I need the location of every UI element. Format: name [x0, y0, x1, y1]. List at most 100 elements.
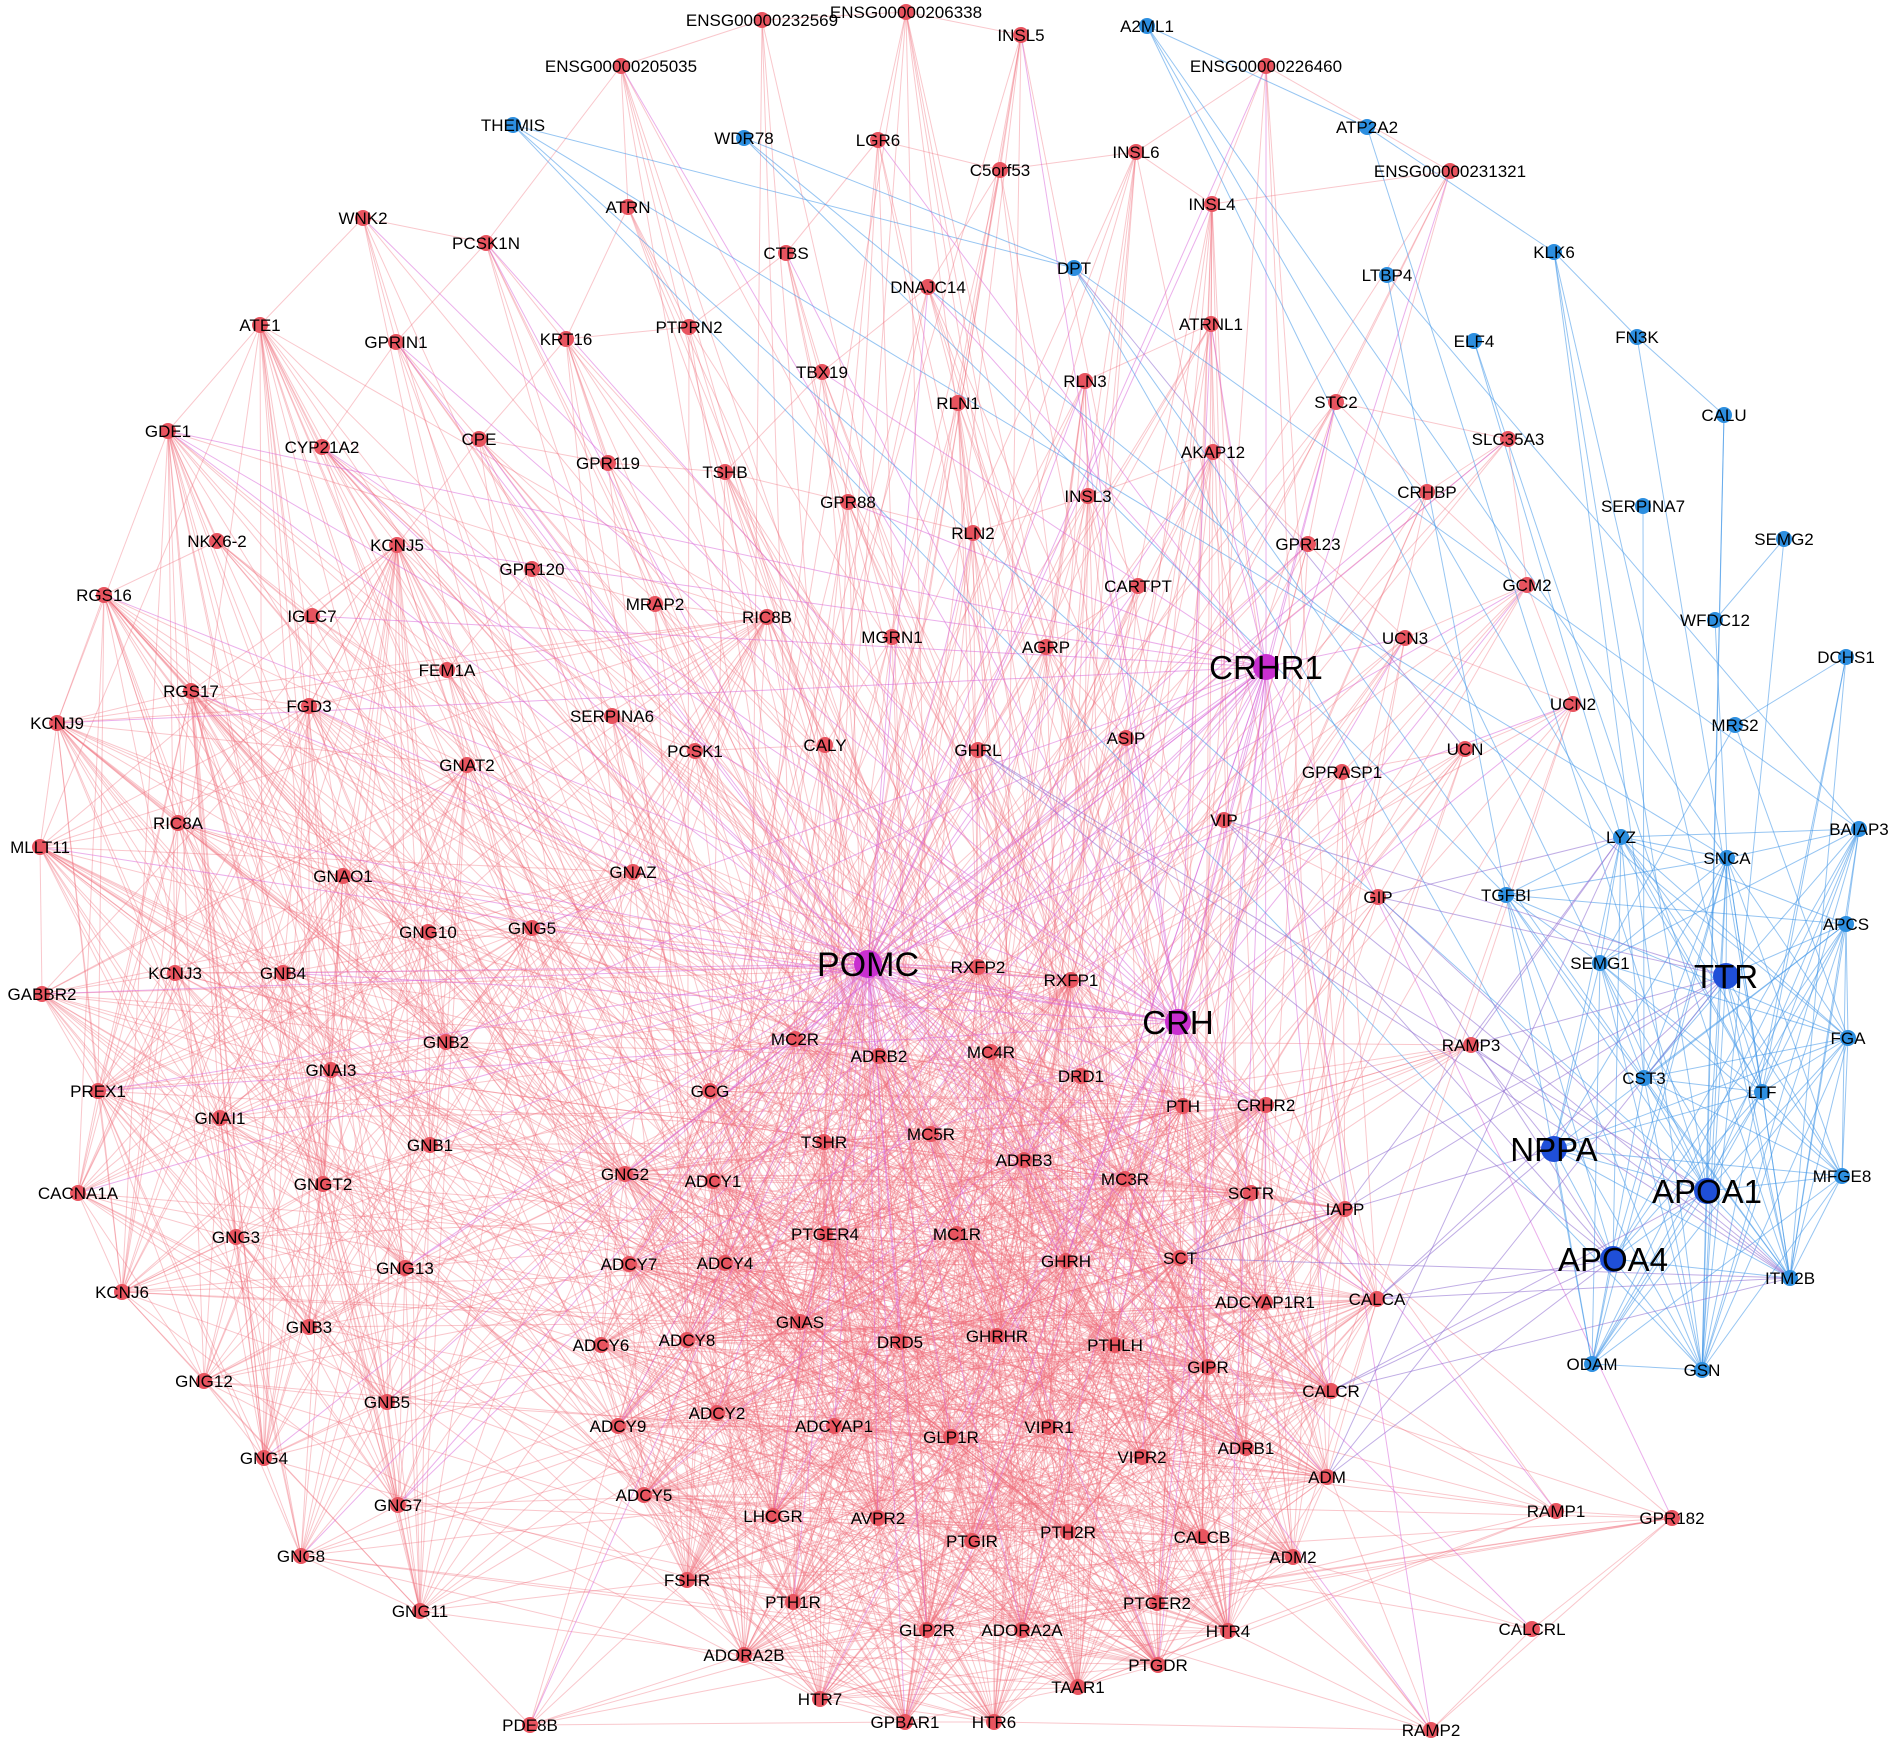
- edge: [867, 963, 1184, 1107]
- edge: [628, 380, 1086, 1265]
- edge: [824, 1233, 995, 1723]
- edge: [950, 1366, 1209, 1438]
- edge: [190, 690, 688, 1581]
- edge: [628, 1263, 1266, 1303]
- node-gnb5: [379, 1394, 395, 1410]
- edge: [878, 1055, 1267, 1106]
- edge: [792, 1456, 1143, 1603]
- edge: [1124, 1178, 1143, 1458]
- edge: [724, 1262, 1378, 1300]
- edge: [485, 242, 1252, 1194]
- edge: [926, 1517, 1673, 1631]
- node-label-ensg00000226460: ENSG00000226460: [1190, 57, 1342, 76]
- node-calu: [1716, 407, 1732, 423]
- edge: [823, 1141, 1328, 1478]
- edge: [485, 242, 1179, 1023]
- edge: [1643, 1077, 1703, 1371]
- edge: [56, 722, 533, 929]
- edge: [203, 1233, 958, 1382]
- edge: [282, 972, 324, 1185]
- edge: [950, 1178, 1126, 1438]
- edge: [709, 1090, 879, 1519]
- edge: [1067, 1298, 1378, 1533]
- edge: [877, 11, 907, 141]
- edge: [322, 931, 429, 1185]
- edge: [1207, 1104, 1267, 1368]
- edge: [766, 616, 901, 1343]
- edge: [167, 430, 218, 542]
- node-label-mc3r: MC3R: [1101, 1170, 1149, 1189]
- edge: [643, 1298, 1378, 1496]
- edge: [957, 402, 1116, 1346]
- edge: [121, 822, 179, 1293]
- edge: [429, 1144, 1126, 1180]
- edge: [1473, 340, 1622, 838]
- edge: [709, 1090, 1247, 1449]
- edge: [386, 1321, 801, 1403]
- edge: [1077, 737, 1127, 1688]
- edge: [308, 616, 768, 1328]
- edge: [1021, 1629, 1159, 1666]
- node-rgs16: [96, 587, 112, 603]
- edge: [794, 979, 1072, 1040]
- edge: [478, 338, 567, 440]
- edge: [1073, 267, 1645, 1079]
- edge: [686, 1141, 825, 1341]
- edge: [904, 1075, 1082, 1723]
- edge: [877, 1105, 1184, 1519]
- edge: [996, 1335, 1209, 1368]
- edge: [686, 1339, 718, 1414]
- edge: [823, 1141, 1209, 1368]
- edge: [1265, 1104, 1294, 1558]
- edge: [103, 594, 447, 1043]
- edge: [174, 972, 265, 1459]
- edge: [41, 993, 619, 1427]
- edge: [878, 1055, 1266, 1303]
- edge: [743, 1536, 1203, 1656]
- edge: [607, 462, 998, 1337]
- node-label-gng5: GNG5: [508, 919, 556, 938]
- edge: [628, 749, 979, 1265]
- edge: [819, 1208, 1346, 1700]
- node-pthlh: [1107, 1337, 1123, 1353]
- edge: [878, 979, 1072, 1057]
- edge: [1376, 1277, 1791, 1300]
- edge: [785, 252, 1179, 1023]
- edge: [878, 1055, 1159, 1666]
- edge: [904, 979, 1072, 1723]
- edge: [743, 1515, 774, 1656]
- edge: [799, 1321, 1050, 1428]
- edge: [990, 1051, 1079, 1688]
- edge: [643, 1390, 1332, 1496]
- edge: [993, 34, 1022, 1723]
- edge: [235, 1192, 1252, 1238]
- edge: [628, 1263, 1294, 1558]
- edge: [1156, 1208, 1346, 1604]
- edge: [56, 666, 1267, 724]
- edge: [891, 636, 979, 751]
- edge: [824, 1233, 1143, 1458]
- node-adora2b: [736, 1647, 752, 1663]
- edge: [1464, 703, 1574, 750]
- edge: [1080, 1075, 1116, 1346]
- edge: [1065, 1260, 1229, 1632]
- edge: [41, 993, 431, 1146]
- node-ptgdr: [1150, 1657, 1166, 1673]
- edge: [709, 471, 726, 1092]
- edge: [972, 495, 1089, 534]
- node-label-tshb: TSHB: [702, 463, 747, 482]
- edge: [1114, 1021, 1179, 1346]
- edge: [190, 690, 221, 1119]
- edge: [628, 1263, 1557, 1512]
- edge: [899, 1341, 1328, 1478]
- edge: [219, 875, 344, 1119]
- edge: [794, 380, 1086, 1040]
- edge: [1201, 1390, 1332, 1538]
- node-mrap2: [647, 596, 663, 612]
- edge: [167, 430, 265, 1459]
- node-semg1: [1592, 955, 1608, 971]
- edge: [1307, 401, 1337, 545]
- edge: [1264, 1301, 1328, 1478]
- edge: [950, 1075, 1082, 1438]
- edge: [823, 1141, 1181, 1259]
